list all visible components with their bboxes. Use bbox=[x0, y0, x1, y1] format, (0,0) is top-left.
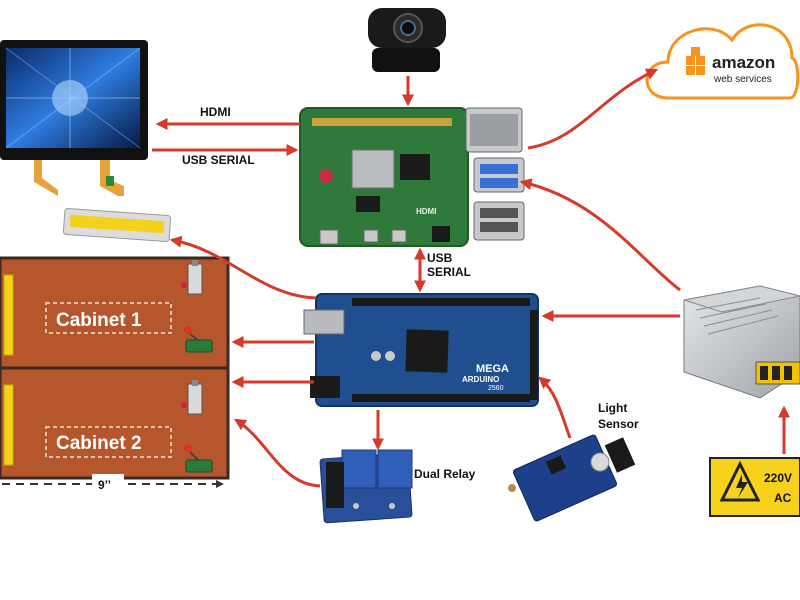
cabinet-enclosure: Cabinet 1 Cabinet 2 bbox=[0, 256, 230, 480]
width-dimension: 9’’ bbox=[2, 474, 224, 492]
light-sensor-label-1: Light bbox=[598, 401, 627, 415]
usb-serial-mid-label-2: SERIAL bbox=[427, 265, 471, 279]
dual-relay-icon bbox=[319, 449, 413, 524]
voltage-label-2: AC bbox=[774, 491, 792, 505]
usb-serial-top-label: USB SERIAL bbox=[182, 153, 255, 167]
led-strip-icon bbox=[62, 208, 172, 242]
touchscreen-icon bbox=[0, 40, 148, 196]
cabinet-2-label: Cabinet 2 bbox=[56, 433, 142, 454]
limit-switch-icon bbox=[184, 444, 213, 473]
arrow-relay-to-cabinet-2 bbox=[233, 418, 321, 488]
power-supply-icon bbox=[683, 285, 800, 399]
cabinet-2-label-frame bbox=[45, 426, 172, 458]
arrow-psu-to-pi bbox=[519, 178, 681, 292]
voltage-warning-sign: 220V AC bbox=[709, 457, 800, 517]
voltage-label-1: 220V bbox=[764, 471, 792, 485]
pi-hdmi-silkscreen: HDMI bbox=[416, 207, 436, 216]
arrow-sensor-to-mega bbox=[538, 376, 572, 439]
hdmi-label: HDMI bbox=[200, 105, 231, 119]
webcam-icon bbox=[368, 8, 446, 72]
cabinet-1-label: Cabinet 1 bbox=[56, 310, 142, 331]
cabinet-1-label-frame bbox=[45, 302, 172, 334]
warning-triangle-icon bbox=[719, 460, 761, 502]
arrow-pi-to-aws bbox=[527, 68, 659, 150]
dual-relay-label: Dual Relay bbox=[414, 467, 476, 481]
mega-sub: 2560 bbox=[488, 385, 504, 392]
aws-brand-line-2: web services bbox=[713, 74, 772, 85]
connection-arrows bbox=[152, 68, 790, 488]
led-strip-icon bbox=[3, 274, 14, 356]
limit-switch-icon bbox=[181, 380, 203, 415]
mega-brand: ARDUINO bbox=[462, 375, 499, 384]
usb-serial-mid-label-1: USB bbox=[427, 251, 453, 265]
aws-cubes-icon bbox=[686, 47, 705, 75]
arduino-mega-icon: ARDUINO MEGA 2560 bbox=[303, 293, 539, 407]
aws-cloud-icon: amazon web services bbox=[645, 23, 800, 100]
light-sensor-icon bbox=[508, 434, 636, 522]
aws-brand-line-1: amazon bbox=[712, 53, 775, 72]
limit-switch-icon bbox=[181, 260, 203, 295]
width-dimension-label: 9’’ bbox=[98, 478, 111, 492]
mega-model: MEGA bbox=[476, 363, 509, 375]
arrow-mega-to-led bbox=[169, 235, 317, 300]
light-sensor-label-2: Sensor bbox=[598, 417, 639, 431]
limit-switch-icon bbox=[184, 326, 213, 353]
raspberry-pi-icon: HDMI bbox=[299, 107, 525, 247]
led-strip-icon bbox=[3, 384, 14, 466]
